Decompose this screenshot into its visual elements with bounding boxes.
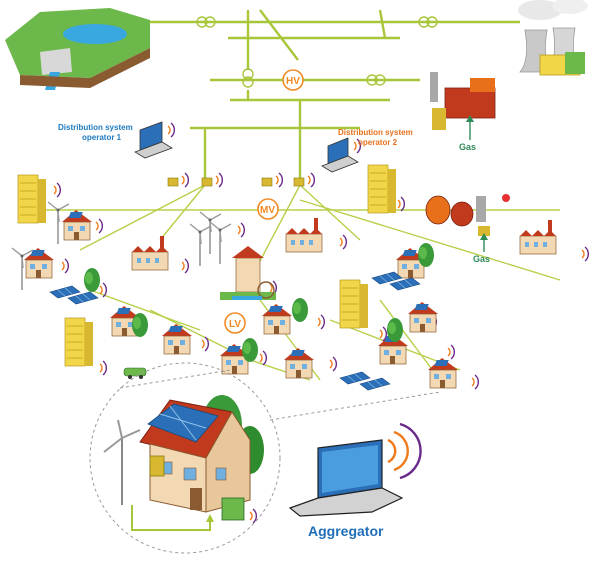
dso1-label-line2: operator 1 bbox=[82, 133, 122, 142]
aggregator-label: Aggregator bbox=[308, 523, 384, 539]
biogas-plant-icon bbox=[425, 194, 510, 252]
hv-label: HV bbox=[286, 76, 300, 87]
mv-label: MV bbox=[260, 205, 275, 216]
dso2-label-line2: operator 2 bbox=[358, 138, 398, 147]
transformer-icon bbox=[196, 16, 438, 88]
lv-label: LV bbox=[229, 319, 241, 330]
aggregator-laptop-icon bbox=[288, 422, 422, 517]
zoom-circle bbox=[89, 362, 441, 554]
power-plant-icon bbox=[518, 0, 588, 76]
level-markers bbox=[224, 69, 304, 334]
dso2-label-line1: Distribution system bbox=[338, 128, 413, 137]
hydro-dam-icon bbox=[5, 8, 150, 90]
gas-label-top: Gas bbox=[459, 142, 476, 152]
office-tower-icon bbox=[17, 164, 397, 367]
transmission-lines bbox=[150, 9, 520, 185]
featured-house bbox=[103, 395, 264, 531]
watermill-icon bbox=[220, 246, 276, 300]
electric-car-icon bbox=[123, 367, 147, 379]
laptop-icon bbox=[134, 121, 362, 173]
gas-plant-icon bbox=[430, 72, 496, 140]
gas-label-bottom: Gas bbox=[473, 254, 490, 264]
dso1-label-line1: Distribution system bbox=[58, 123, 133, 132]
substation-boxes bbox=[167, 177, 305, 187]
